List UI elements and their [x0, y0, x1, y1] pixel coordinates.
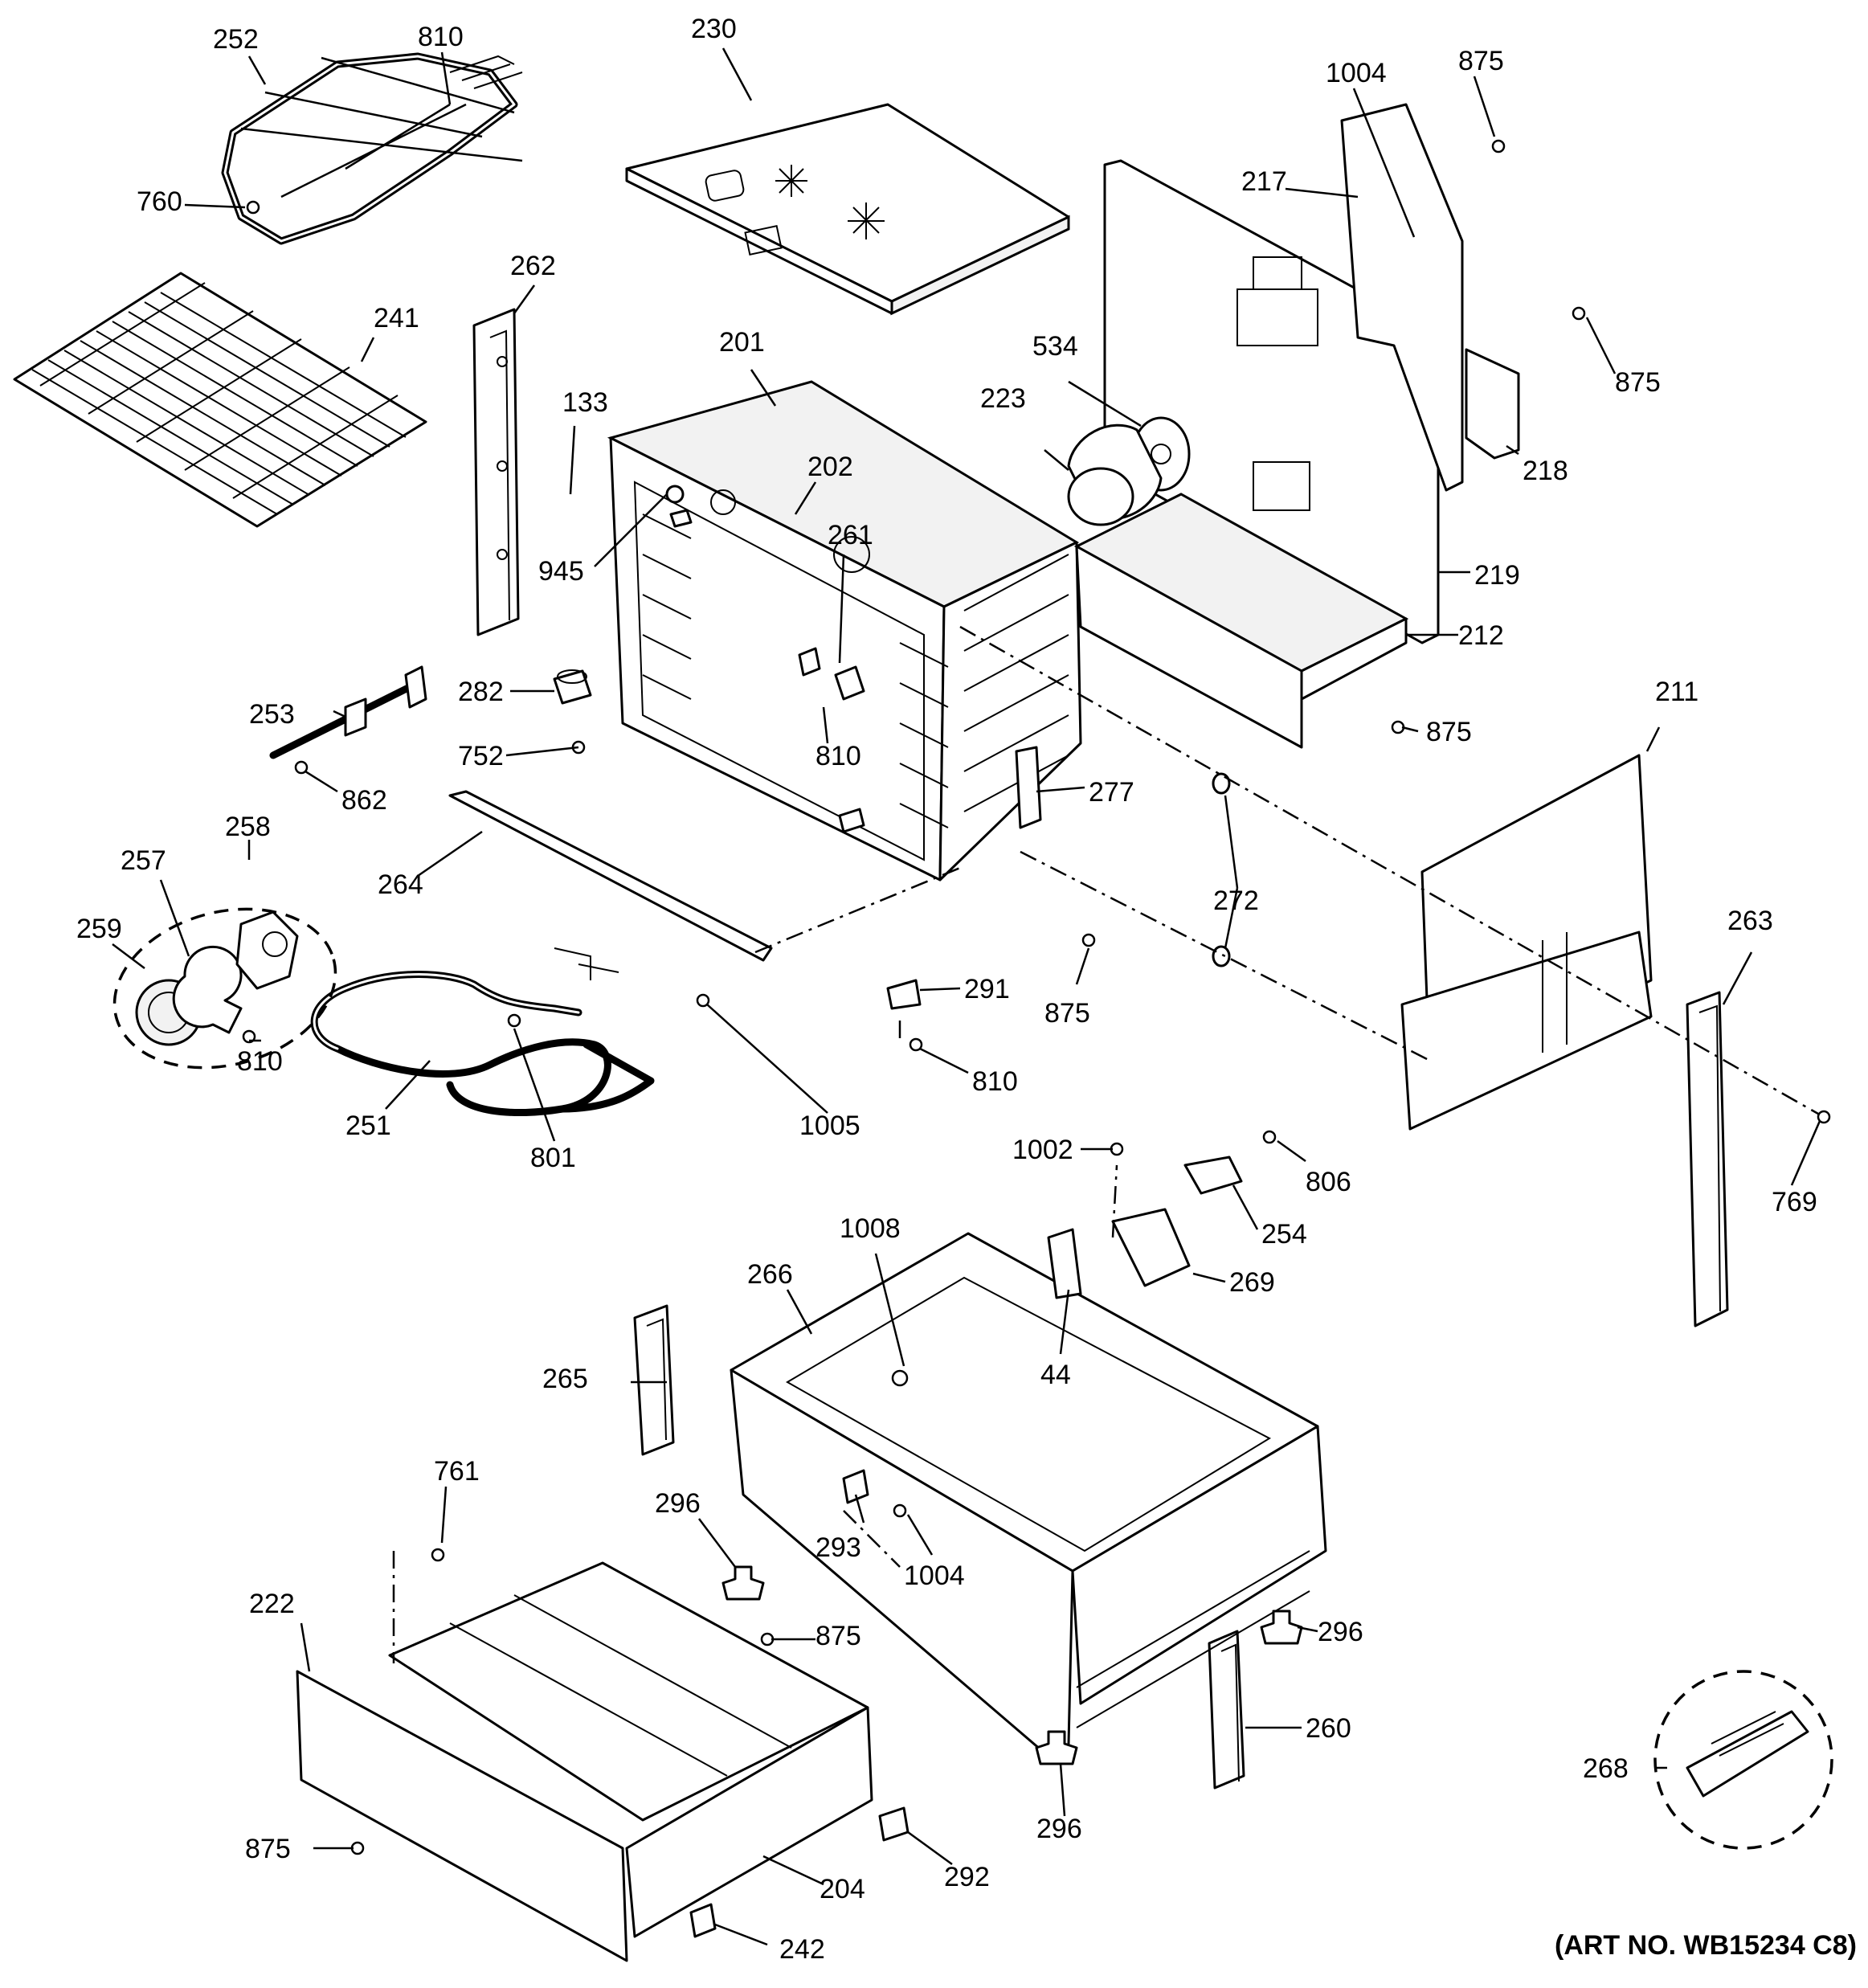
callout-945: 945	[538, 556, 584, 587]
callout-252: 252	[213, 24, 259, 55]
back-wrapper-part	[1073, 159, 1440, 749]
callout-241: 241	[374, 303, 419, 333]
oven-rack-part	[13, 272, 427, 528]
callout-201: 201	[719, 327, 765, 358]
callout-217: 217	[1241, 166, 1287, 197]
callout-1008: 1008	[840, 1213, 901, 1244]
callout-264: 264	[378, 869, 423, 900]
callout-265: 265	[542, 1364, 588, 1394]
callout-204: 204	[820, 1874, 865, 1904]
inner-back-panel	[1400, 754, 1653, 1131]
callout-242: 242	[779, 1934, 825, 1965]
callout-263: 263	[1727, 906, 1773, 936]
art-number: (ART NO. WB15234 C8)	[1555, 1930, 1857, 1961]
callout-253: 253	[249, 699, 295, 730]
callout-875: 875	[1426, 717, 1472, 747]
callout-810: 810	[237, 1046, 283, 1077]
callout-262: 262	[510, 251, 556, 281]
convection-fan-part	[1067, 416, 1191, 526]
callout-212: 212	[1458, 620, 1504, 651]
callout-261: 261	[828, 520, 873, 550]
callout-1005: 1005	[799, 1111, 860, 1141]
callout-260: 260	[1306, 1713, 1351, 1744]
callout-282: 282	[458, 677, 504, 707]
callout-810: 810	[815, 741, 861, 771]
callout-875: 875	[1044, 998, 1090, 1029]
callout-44: 44	[1040, 1360, 1071, 1390]
screw-set	[242, 139, 1831, 1855]
back-panel-218	[1465, 348, 1520, 460]
small-parts	[553, 485, 1231, 1010]
callout-875: 875	[815, 1621, 861, 1651]
oven-light-assembly	[112, 907, 337, 1070]
callout-266: 266	[747, 1259, 793, 1290]
callout-292: 292	[944, 1862, 990, 1892]
callout-258: 258	[225, 812, 271, 842]
callout-1004: 1004	[1326, 58, 1387, 88]
callout-133: 133	[562, 387, 608, 418]
oven-cavity-part	[607, 380, 1082, 882]
callout-862: 862	[341, 785, 387, 816]
callout-219: 219	[1474, 560, 1520, 591]
side-trim-260	[1208, 1630, 1245, 1790]
assembly-lines	[392, 625, 1825, 1663]
callout-752: 752	[458, 741, 504, 771]
leader-lines	[112, 47, 1821, 1946]
callout-277: 277	[1089, 777, 1134, 808]
side-trim-263	[1686, 991, 1729, 1327]
drawer-clips	[689, 1469, 909, 1938]
callout-296: 296	[1318, 1617, 1363, 1647]
callout-259: 259	[76, 914, 122, 944]
bake-element-part	[310, 947, 655, 1117]
side-trim-262	[472, 308, 520, 636]
callout-296: 296	[1036, 1814, 1082, 1844]
callout-254: 254	[1261, 1219, 1307, 1250]
temperature-sensor-part	[269, 665, 427, 759]
callout-761: 761	[434, 1456, 480, 1487]
callout-223: 223	[980, 383, 1026, 414]
side-trim-265	[633, 1304, 675, 1456]
drawer-frame-part	[730, 1232, 1327, 1761]
callout-801: 801	[530, 1143, 576, 1173]
callout-222: 222	[249, 1589, 295, 1619]
bracket-parts	[1047, 1156, 1243, 1299]
callout-296: 296	[655, 1488, 701, 1519]
drawer-part	[296, 1561, 873, 1962]
callout-251: 251	[345, 1111, 391, 1141]
back-panel-217	[1340, 103, 1464, 492]
callout-534: 534	[1032, 331, 1078, 362]
callout-810: 810	[972, 1066, 1018, 1097]
callout-labels: 252 810 230 1004 875 760 217 262 241 201…	[76, 14, 1857, 1965]
callout-269: 269	[1229, 1267, 1275, 1298]
callout-257: 257	[121, 845, 166, 876]
broil-element-part	[221, 52, 523, 245]
rear-rail-part	[448, 790, 773, 962]
callout-1004: 1004	[904, 1561, 965, 1591]
callout-806: 806	[1306, 1167, 1351, 1197]
callout-202: 202	[807, 452, 853, 482]
detail-268	[1653, 1670, 1833, 1850]
callout-875: 875	[1615, 367, 1661, 398]
callout-875: 875	[1458, 46, 1504, 76]
callout-211: 211	[1655, 677, 1698, 707]
callout-268: 268	[1583, 1753, 1629, 1784]
cooktop-glass-part	[625, 103, 1070, 316]
callout-272: 272	[1213, 886, 1259, 916]
callout-760: 760	[137, 186, 182, 217]
callout-810: 810	[418, 22, 464, 52]
callout-1002: 1002	[1012, 1135, 1073, 1165]
callout-218: 218	[1523, 456, 1568, 486]
callout-769: 769	[1772, 1187, 1817, 1217]
callout-230: 230	[691, 14, 737, 44]
callout-291: 291	[964, 974, 1010, 1004]
callout-293: 293	[815, 1532, 861, 1563]
callout-875: 875	[245, 1834, 291, 1864]
